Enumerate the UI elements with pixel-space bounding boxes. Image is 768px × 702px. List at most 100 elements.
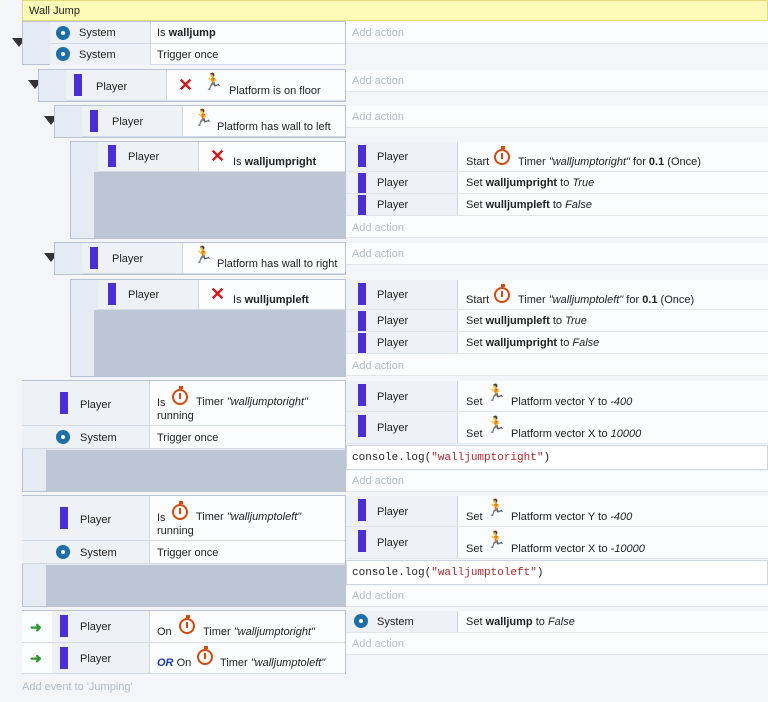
condition-on-timer-left[interactable]: ➜ Player OR On Timer "walljumptoleft" <box>22 643 345 674</box>
object-cell: Player <box>346 381 458 411</box>
action-set-wulljumpleft[interactable]: Player Set wulljumpleft to False <box>346 194 768 216</box>
value: True <box>565 315 587 327</box>
object-name: Player <box>377 199 409 211</box>
action-set-walljump-false[interactable]: System Set walljump to False <box>346 611 768 633</box>
object-cell: System <box>22 426 150 448</box>
object-cell: Player <box>346 194 458 215</box>
once-label: (Once) <box>667 156 701 168</box>
action-verb: Set <box>466 177 483 189</box>
action-set-vector-x[interactable]: Player Set 🏃 Platform vector X to -10000 <box>346 527 768 559</box>
timer-name: "walljumptoright" <box>226 396 308 408</box>
add-action-button[interactable]: Add action <box>346 216 768 238</box>
action-text: Platform vector Y to -400 <box>511 396 632 408</box>
player-icon <box>358 530 366 552</box>
script-action[interactable]: console.log("walljumptoright") <box>346 445 768 470</box>
variable-name: walljumpright <box>485 337 558 349</box>
object-cell: System <box>22 541 150 563</box>
condition-on-timer-right[interactable]: ➜ Player On Timer "walljumptoright" <box>22 611 345 643</box>
condition-player-is-walljumpright[interactable]: Player ✕ Is walljumpright <box>98 142 345 172</box>
player-icon <box>358 499 366 521</box>
condition-text: Trigger once <box>157 432 219 444</box>
add-action-label: Add action <box>352 638 404 650</box>
timer-name: "walljumptoleft" <box>226 511 302 523</box>
object-cell: Player <box>346 142 458 171</box>
object-cell: Player <box>82 106 183 136</box>
condition-player-on-floor[interactable]: Player ✕ 🏃 Platform is on floor <box>66 70 345 101</box>
condition-timer-left-running[interactable]: Player Is Timer "walljumptoleft" running <box>22 496 345 541</box>
player-icon <box>60 647 68 669</box>
collapse-toggle-icon[interactable] <box>44 116 58 125</box>
script-call: console.log( <box>352 452 432 464</box>
condition-text: Platform has wall to left <box>217 121 331 133</box>
add-action-button[interactable]: Add action <box>346 633 768 655</box>
player-icon <box>108 145 116 167</box>
action-set-walljumpright[interactable]: Player Set walljumpright to True <box>346 172 768 194</box>
on-label: On <box>157 626 172 638</box>
system-icon <box>56 430 70 444</box>
action-verb: Set <box>466 616 483 628</box>
value: -400 <box>610 511 633 523</box>
condition-text: Timer "walljumptoright" <box>203 626 315 638</box>
add-event-link[interactable]: Add event to 'Jumping' <box>22 681 133 693</box>
object-name: System <box>80 547 117 559</box>
condition-system-trigger-once[interactable]: System Trigger once <box>22 541 345 564</box>
player-icon <box>358 283 366 305</box>
object-name: Player <box>377 151 409 163</box>
value: False <box>565 199 592 211</box>
condition-system-trigger-once[interactable]: System Trigger once <box>22 426 345 449</box>
to-label: to <box>552 199 562 211</box>
condition-player-wall-left[interactable]: Player 🏃 Platform has wall to left <box>82 106 345 137</box>
variable-name: wulljumpleft <box>485 315 550 327</box>
condition-player-is-wulljumpleft[interactable]: Player ✕ Is wulljumpleft <box>98 280 345 310</box>
object-name: Player <box>377 289 409 301</box>
collapse-toggle-icon[interactable] <box>28 80 42 89</box>
action-text: Start <box>466 294 489 306</box>
timer-name: "walljumptoright" <box>233 626 315 638</box>
player-icon <box>60 615 68 637</box>
variable-name: walljump <box>485 616 533 628</box>
collapse-toggle-icon[interactable] <box>44 253 58 262</box>
add-action-button[interactable]: Add action <box>346 106 768 128</box>
script-action[interactable]: console.log("walljumptoleft") <box>346 560 768 585</box>
timer-name: "walljumptoleft" <box>250 657 326 669</box>
player-icon <box>358 311 366 331</box>
add-action-button[interactable]: Add action <box>346 70 768 92</box>
script-string: "walljumptoright" <box>431 452 544 464</box>
or-label: OR <box>157 657 174 669</box>
condition-player-wall-right[interactable]: Player 🏃 Platform has wall to right <box>82 243 345 274</box>
condition-text: Trigger once <box>157 547 219 559</box>
script-text: console.log("walljumptoleft") <box>352 567 543 579</box>
add-action-button[interactable]: Add action <box>346 243 768 265</box>
platform-behavior-icon: 🏃 <box>193 110 213 127</box>
add-action-label: Add action <box>352 222 404 234</box>
condition-system-trigger-once[interactable]: System Trigger once <box>50 44 345 65</box>
action-start-timer-right[interactable]: Player Start Timer "walljumptoright" for… <box>346 142 768 172</box>
player-icon <box>358 415 366 437</box>
object-name: Player <box>80 514 112 526</box>
condition-prefix: Is <box>157 27 169 39</box>
group-header-wall-jump[interactable]: Wall Jump <box>22 0 768 21</box>
add-action-button[interactable]: Add action <box>346 354 768 376</box>
action-set-vector-y[interactable]: Player Set 🏃 Platform vector Y to -400 <box>346 496 768 527</box>
player-icon <box>90 110 98 132</box>
event-body-filler <box>94 172 345 238</box>
add-action-button[interactable]: Add action <box>346 471 768 492</box>
add-action-button[interactable]: Add action <box>346 586 768 607</box>
event-body-filler <box>46 565 345 606</box>
condition-timer-right-running[interactable]: Player Is Timer "walljumptoright" runnin… <box>22 381 345 426</box>
action-set-vector-x[interactable]: Player Set 🏃 Platform vector X to 10000 <box>346 412 768 444</box>
object-cell: Player <box>346 172 458 193</box>
object-cell: Player <box>346 280 458 309</box>
script-close: ) <box>543 452 551 464</box>
action-set-wulljumpleft[interactable]: Player Set wulljumpleft to True <box>346 310 768 332</box>
condition-text: Timer "walljumptoleft" <box>196 511 301 523</box>
invert-x-icon: ✕ <box>178 75 194 95</box>
add-action-button[interactable]: Add action <box>346 22 768 44</box>
object-cell: Player <box>52 611 150 642</box>
action-set-walljumpright[interactable]: Player Set walljumpright to False <box>346 332 768 354</box>
condition-system-is-walljump[interactable]: System Is walljump <box>50 22 345 44</box>
action-start-timer-left[interactable]: Player Start Timer "walljumptoleft" for … <box>346 280 768 310</box>
action-set-vector-y[interactable]: Player Set 🏃 Platform vector Y to -400 <box>346 381 768 412</box>
collapse-toggle-icon[interactable] <box>12 38 26 47</box>
invert-x-icon: ✕ <box>210 284 226 304</box>
